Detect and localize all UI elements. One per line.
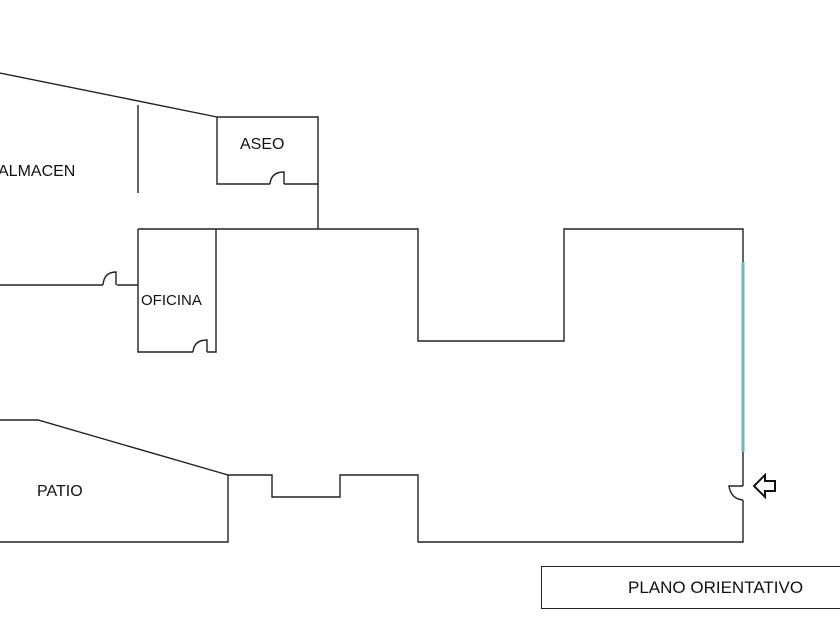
door-oficina xyxy=(192,339,208,353)
room-label-almacen: ALMACEN xyxy=(0,163,76,180)
door-entrance xyxy=(728,485,744,501)
plan-title: PLANO ORIENTATIVO xyxy=(628,578,804,597)
door-left xyxy=(102,271,117,286)
plan-title-box: PLANO ORIENTATIVO xyxy=(541,566,840,609)
wall-aseo xyxy=(216,116,319,229)
wall-oficina xyxy=(137,229,217,353)
room-label-aseo: ASEO xyxy=(240,136,285,153)
door-aseo xyxy=(269,171,285,185)
room-label-oficina: OFICINA xyxy=(141,292,202,309)
wall-patio xyxy=(0,419,229,543)
room-label-patio: PATIO xyxy=(37,483,83,500)
wall-main-top xyxy=(138,228,744,543)
wall-almacen-top xyxy=(0,72,218,118)
window-glass xyxy=(741,262,745,452)
